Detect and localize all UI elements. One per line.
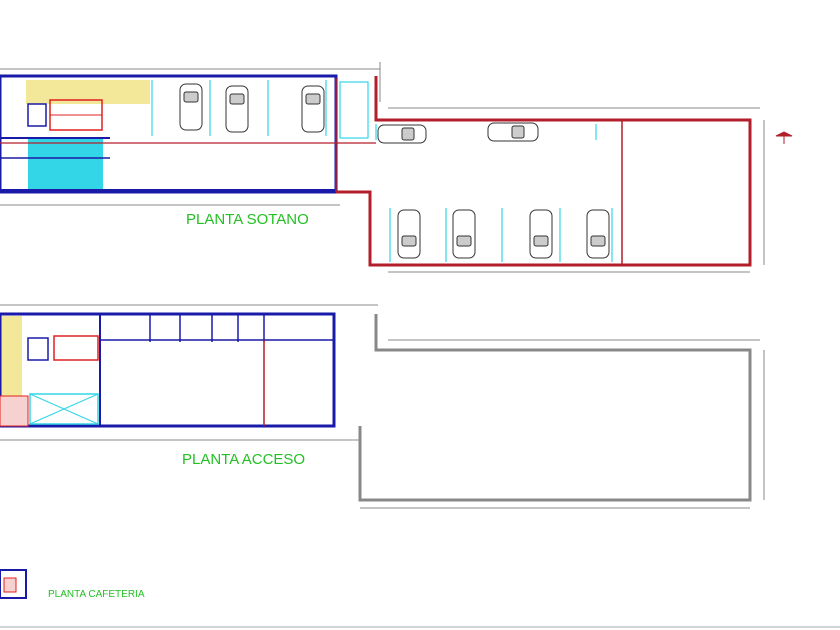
elevator-box	[27, 103, 47, 127]
access-right-wall	[358, 314, 752, 502]
cafeteria-stair	[3, 577, 17, 593]
access-outer-wall	[0, 312, 336, 428]
access-plan: PLANTA ACCESO	[0, 304, 765, 509]
car-icon	[397, 209, 421, 259]
cafeteria-title: PLANTA CAFETERIA	[48, 589, 145, 600]
shaft-cross-2	[29, 393, 99, 425]
car-icon	[529, 209, 553, 259]
car-icon	[301, 85, 325, 133]
car-icon	[377, 124, 427, 144]
car-icon	[487, 122, 539, 142]
basement-red-wall	[336, 76, 752, 267]
car-icon	[179, 83, 203, 131]
basement-cyan-stair-area	[28, 138, 103, 190]
basement-bottom-stalls	[375, 124, 613, 262]
cafeteria-plan: PLANTA CAFETERIA	[0, 569, 145, 600]
car-icon	[586, 209, 610, 259]
cafeteria-outline	[0, 569, 27, 599]
access-stair-lower	[0, 395, 29, 427]
north-arrow-icon	[775, 131, 793, 144]
basement-plan: PLANTA SOTANO	[0, 62, 793, 273]
basement-top-stalls	[151, 80, 369, 139]
access-elevator-box	[27, 337, 49, 361]
access-title: PLANTA ACCESO	[182, 451, 305, 468]
access-offices	[149, 314, 265, 342]
access-cyan-shaft	[29, 393, 99, 425]
car-icon	[225, 85, 249, 133]
car-icon	[452, 209, 476, 259]
stair-icon	[53, 335, 99, 361]
access-yellow-room	[0, 316, 22, 396]
basement-title: PLANTA SOTANO	[186, 211, 309, 228]
